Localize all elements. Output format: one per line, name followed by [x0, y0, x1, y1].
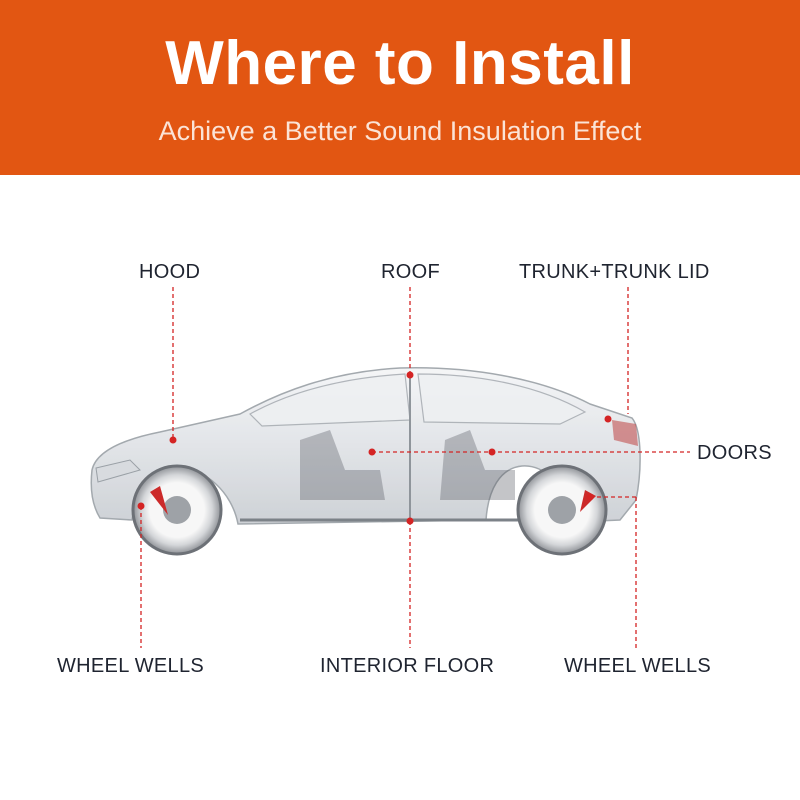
header-banner: Where to Install Achieve a Better Sound … — [0, 0, 800, 175]
page-title: Where to Install — [165, 29, 635, 98]
wheel-well-right-marker — [586, 493, 594, 501]
floor-marker — [406, 517, 414, 525]
roof-marker — [406, 371, 414, 379]
trunk-marker — [604, 415, 612, 423]
leader-lines — [140, 287, 690, 648]
markers — [137, 371, 612, 525]
page-subtitle: Achieve a Better Sound Insulation Effect — [158, 116, 642, 146]
front-wheel — [131, 464, 223, 556]
front-door-marker — [368, 448, 376, 456]
rear-door-marker — [488, 448, 496, 456]
hood-marker — [169, 436, 177, 444]
car-body — [90, 367, 641, 525]
interior-floor-label: INTERIOR FLOOR — [320, 655, 495, 677]
trunk-label: TRUNK+TRUNK LID — [519, 261, 710, 283]
roof-label: ROOF — [381, 261, 440, 283]
wheel-wells-right-label: WHEEL WELLS — [564, 655, 712, 677]
hood-label: HOOD — [139, 261, 201, 283]
doors-label: DOORS — [697, 442, 772, 464]
wheel-wells-left-label: WHEEL WELLS — [57, 655, 205, 677]
rear-wheel — [516, 464, 608, 556]
wheel-well-left-marker — [137, 502, 145, 510]
